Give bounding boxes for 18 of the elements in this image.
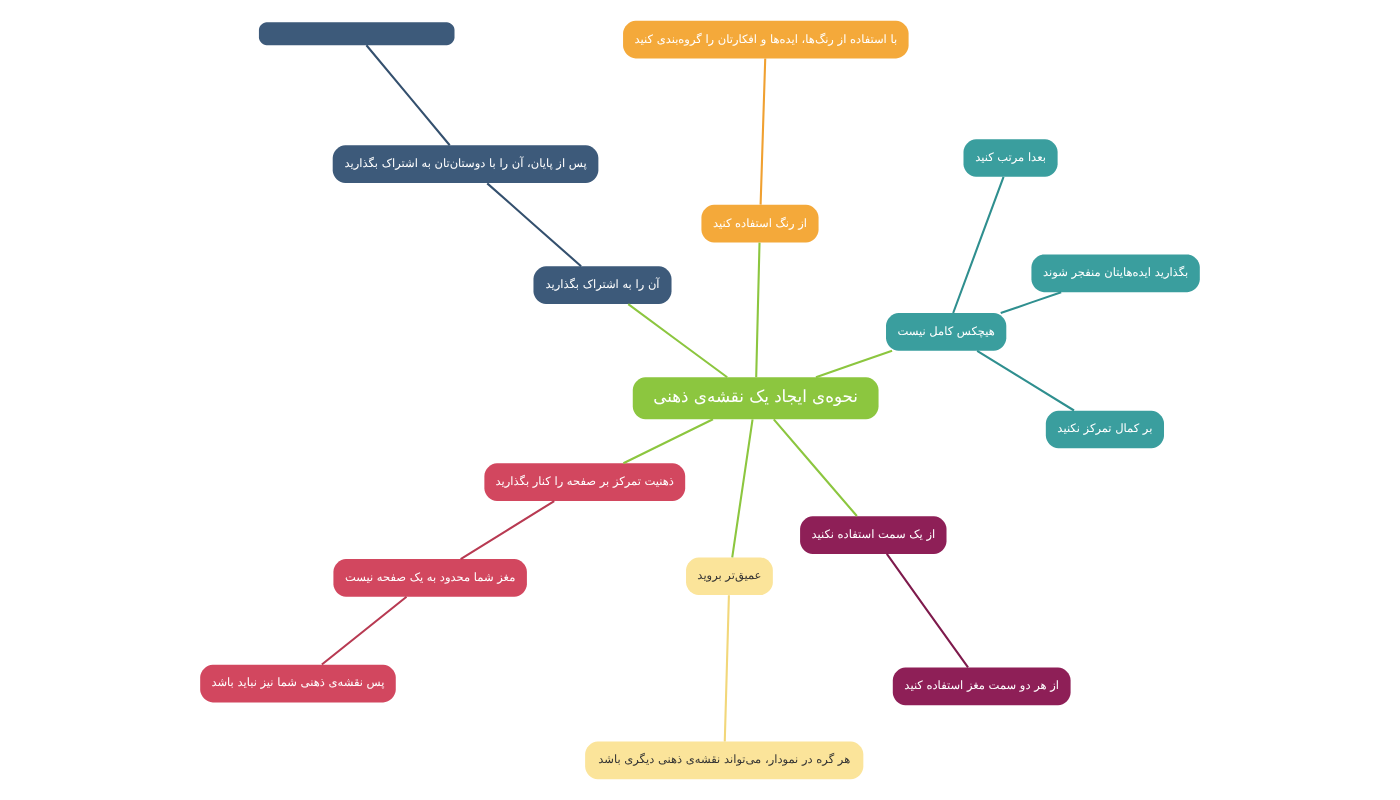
connector — [627, 303, 728, 379]
connector — [622, 418, 714, 465]
connector — [759, 58, 767, 205]
connector — [815, 349, 893, 379]
connector — [773, 418, 858, 517]
connector — [460, 500, 555, 560]
node-box: نحوه‌ی ایجاد یک نقشه‌ی ذهنی — [632, 377, 879, 420]
connector — [486, 182, 582, 268]
connector — [885, 553, 969, 668]
connector — [755, 242, 761, 378]
connector — [1000, 291, 1062, 315]
node-box — [258, 22, 455, 46]
connector — [952, 176, 1005, 314]
connector — [723, 595, 730, 742]
connector — [365, 44, 451, 146]
connector — [731, 419, 754, 558]
connector — [976, 350, 1075, 412]
connector — [321, 595, 408, 666]
